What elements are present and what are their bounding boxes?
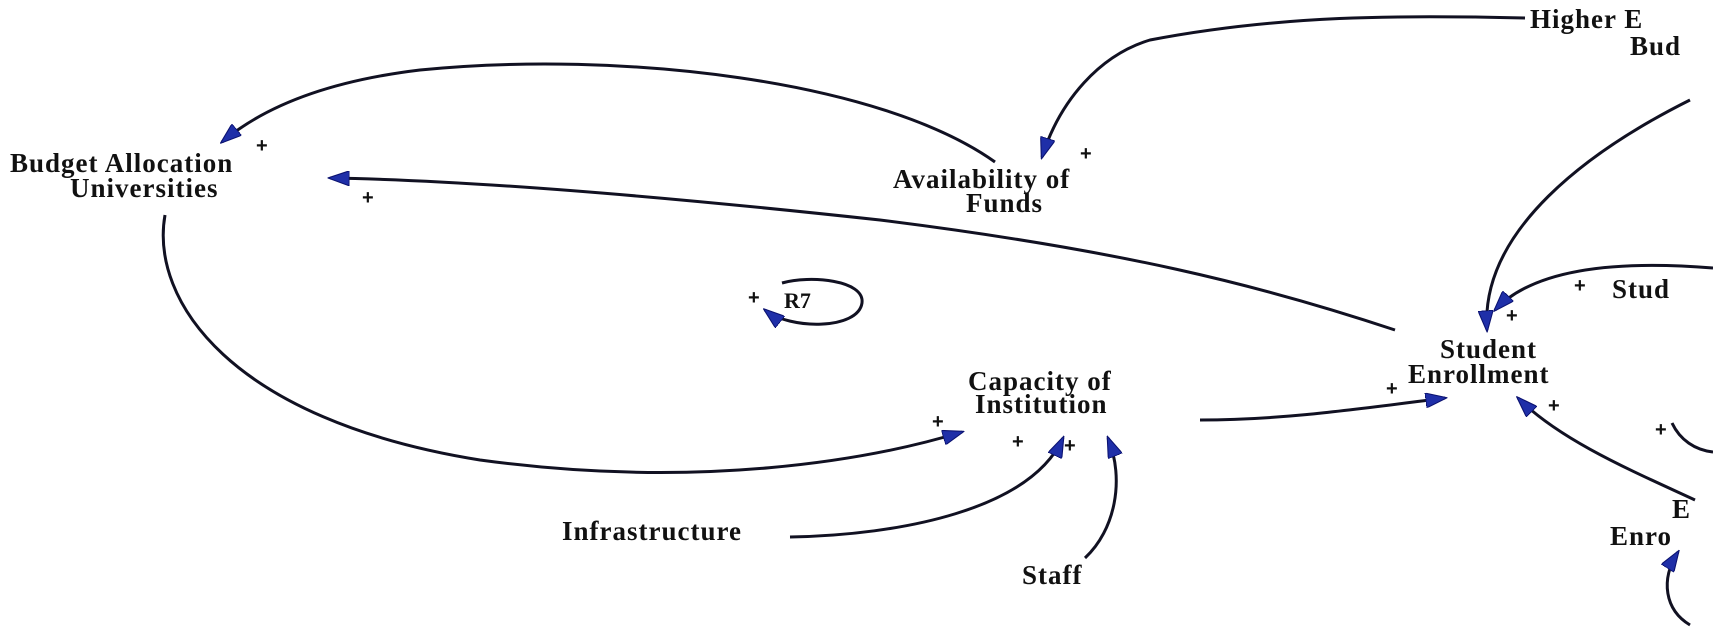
loop-right-polarity: + bbox=[1655, 419, 1667, 441]
link-top-to-enrollment bbox=[1487, 98, 1691, 330]
node-right-lower-partial: E Enro bbox=[1610, 494, 1691, 551]
node-availability-line2: Funds bbox=[966, 188, 1043, 218]
node-stud-partial: Stud bbox=[1612, 274, 1670, 304]
polarity-higher-to-availability: + bbox=[1080, 143, 1092, 165]
polarity-staff-to-capacity: + bbox=[1064, 435, 1076, 457]
node-availability-line1: Availability of bbox=[893, 164, 1070, 194]
polarity-availability-to-budget: + bbox=[256, 135, 268, 157]
node-higher-ed-budget: Higher E Bud bbox=[1530, 4, 1681, 61]
loop-r7-arc-icon bbox=[765, 277, 864, 324]
node-higher-ed-line2: Bud bbox=[1630, 31, 1681, 61]
node-capacity-of-institution: Capacity of Institution bbox=[968, 366, 1112, 419]
node-higher-ed-line1: Higher E bbox=[1530, 4, 1643, 34]
link-enrollment-to-budget bbox=[330, 178, 1396, 332]
node-enrollment-line2: Enrollment bbox=[1408, 359, 1550, 389]
node-enrollment-line1: Student bbox=[1440, 334, 1537, 364]
node-capacity-line2: Institution bbox=[975, 389, 1108, 419]
link-higher-ed-to-availability bbox=[1042, 15, 1526, 157]
link-stud-to-enrollment bbox=[1495, 263, 1713, 310]
node-capacity-line1: Capacity of bbox=[968, 366, 1112, 396]
node-budget-allocation-line1: Budget Allocation bbox=[10, 148, 233, 178]
loop-r7-polarity: + bbox=[748, 287, 760, 309]
polarity-stud-to-enrollment: + bbox=[1574, 275, 1586, 297]
node-budget-allocation-line2: Universities bbox=[70, 173, 218, 203]
node-infrastructure: Infrastructure bbox=[562, 516, 742, 546]
link-infrastructure-to-capacity bbox=[789, 438, 1063, 539]
node-right-lower-line2: Enro bbox=[1610, 521, 1672, 551]
link-budget-to-capacity bbox=[161, 214, 962, 474]
link-capacity-to-enrollment bbox=[1199, 398, 1445, 422]
link-partial-bottom-right bbox=[1667, 552, 1691, 627]
polarity-infrastructure-to-capacity: + bbox=[1012, 431, 1024, 453]
polarity-enrollment-to-budget: + bbox=[362, 187, 374, 209]
node-budget-allocation: Budget Allocation Universities bbox=[10, 148, 233, 203]
link-staff-to-capacity bbox=[1083, 438, 1116, 560]
polarity-top-to-enrollment: + bbox=[1506, 305, 1518, 327]
link-availability-to-budget bbox=[222, 62, 996, 164]
polarity-lower-to-enrollment: + bbox=[1548, 395, 1560, 417]
node-availability-of-funds: Availability of Funds bbox=[893, 164, 1070, 218]
node-staff: Staff bbox=[1022, 560, 1083, 590]
link-lower-to-enrollment bbox=[1518, 398, 1696, 502]
polarity-capacity-to-enrollment: + bbox=[1386, 378, 1398, 400]
polarity-budget-to-capacity: + bbox=[932, 411, 944, 433]
loop-r7-label: R7 bbox=[784, 288, 811, 313]
node-right-lower-line1: E bbox=[1672, 494, 1691, 524]
node-student-enrollment: Student Enrollment bbox=[1408, 334, 1550, 389]
loop-right-arc-icon bbox=[1670, 422, 1713, 454]
